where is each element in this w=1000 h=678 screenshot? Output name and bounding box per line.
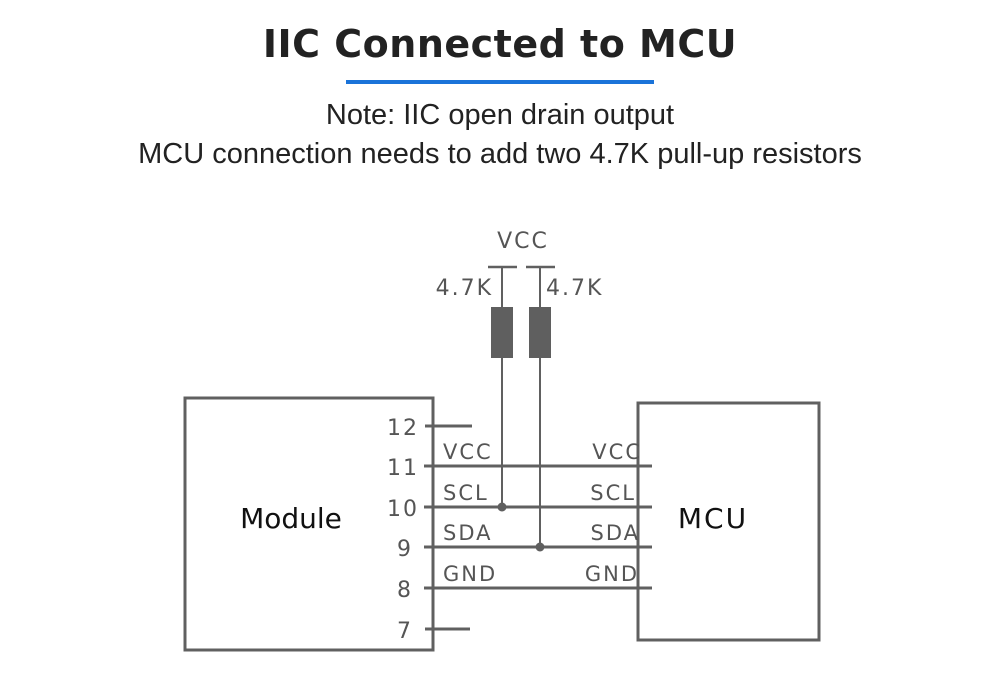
pin-number-10: 10 [387, 497, 419, 522]
mcu-signal-sda: SDA [591, 521, 641, 545]
title-underline [346, 80, 654, 84]
module-signal-gnd: GND [443, 562, 497, 586]
module-label: Module [240, 502, 342, 535]
vcc-supply-label: VCC [497, 229, 549, 254]
mcu-label: MCU [678, 502, 748, 535]
page-title: IIC Connected to MCU [262, 22, 738, 66]
resistor-sda [529, 307, 551, 358]
pin-number-7: 7 [397, 619, 413, 644]
module-box [183, 396, 435, 652]
mcu-signal-vcc: VCC [592, 440, 642, 464]
note-line-1: Note: IIC open drain output [325, 99, 675, 131]
note-line-2: MCU connection needs to add two 4.7K pul… [138, 138, 862, 170]
module-signal-scl: SCL [443, 481, 489, 505]
pin-number-11: 11 [387, 456, 419, 481]
pin-number-9: 9 [397, 537, 413, 562]
mcu-signal-gnd: GND [585, 562, 639, 586]
resistor-sda-value: 4.7K [546, 276, 603, 301]
module-signal-sda: SDA [443, 521, 493, 545]
junction-scl [497, 502, 507, 512]
pin-number-8: 8 [397, 578, 413, 603]
module-signal-vcc: VCC [443, 440, 493, 464]
resistor-scl-value: 4.7K [436, 276, 493, 301]
pin-number-12: 12 [387, 416, 419, 441]
mcu-box [636, 401, 821, 642]
mcu-signal-scl: SCL [590, 481, 636, 505]
junction-sda [535, 542, 545, 552]
resistor-scl [491, 307, 513, 358]
